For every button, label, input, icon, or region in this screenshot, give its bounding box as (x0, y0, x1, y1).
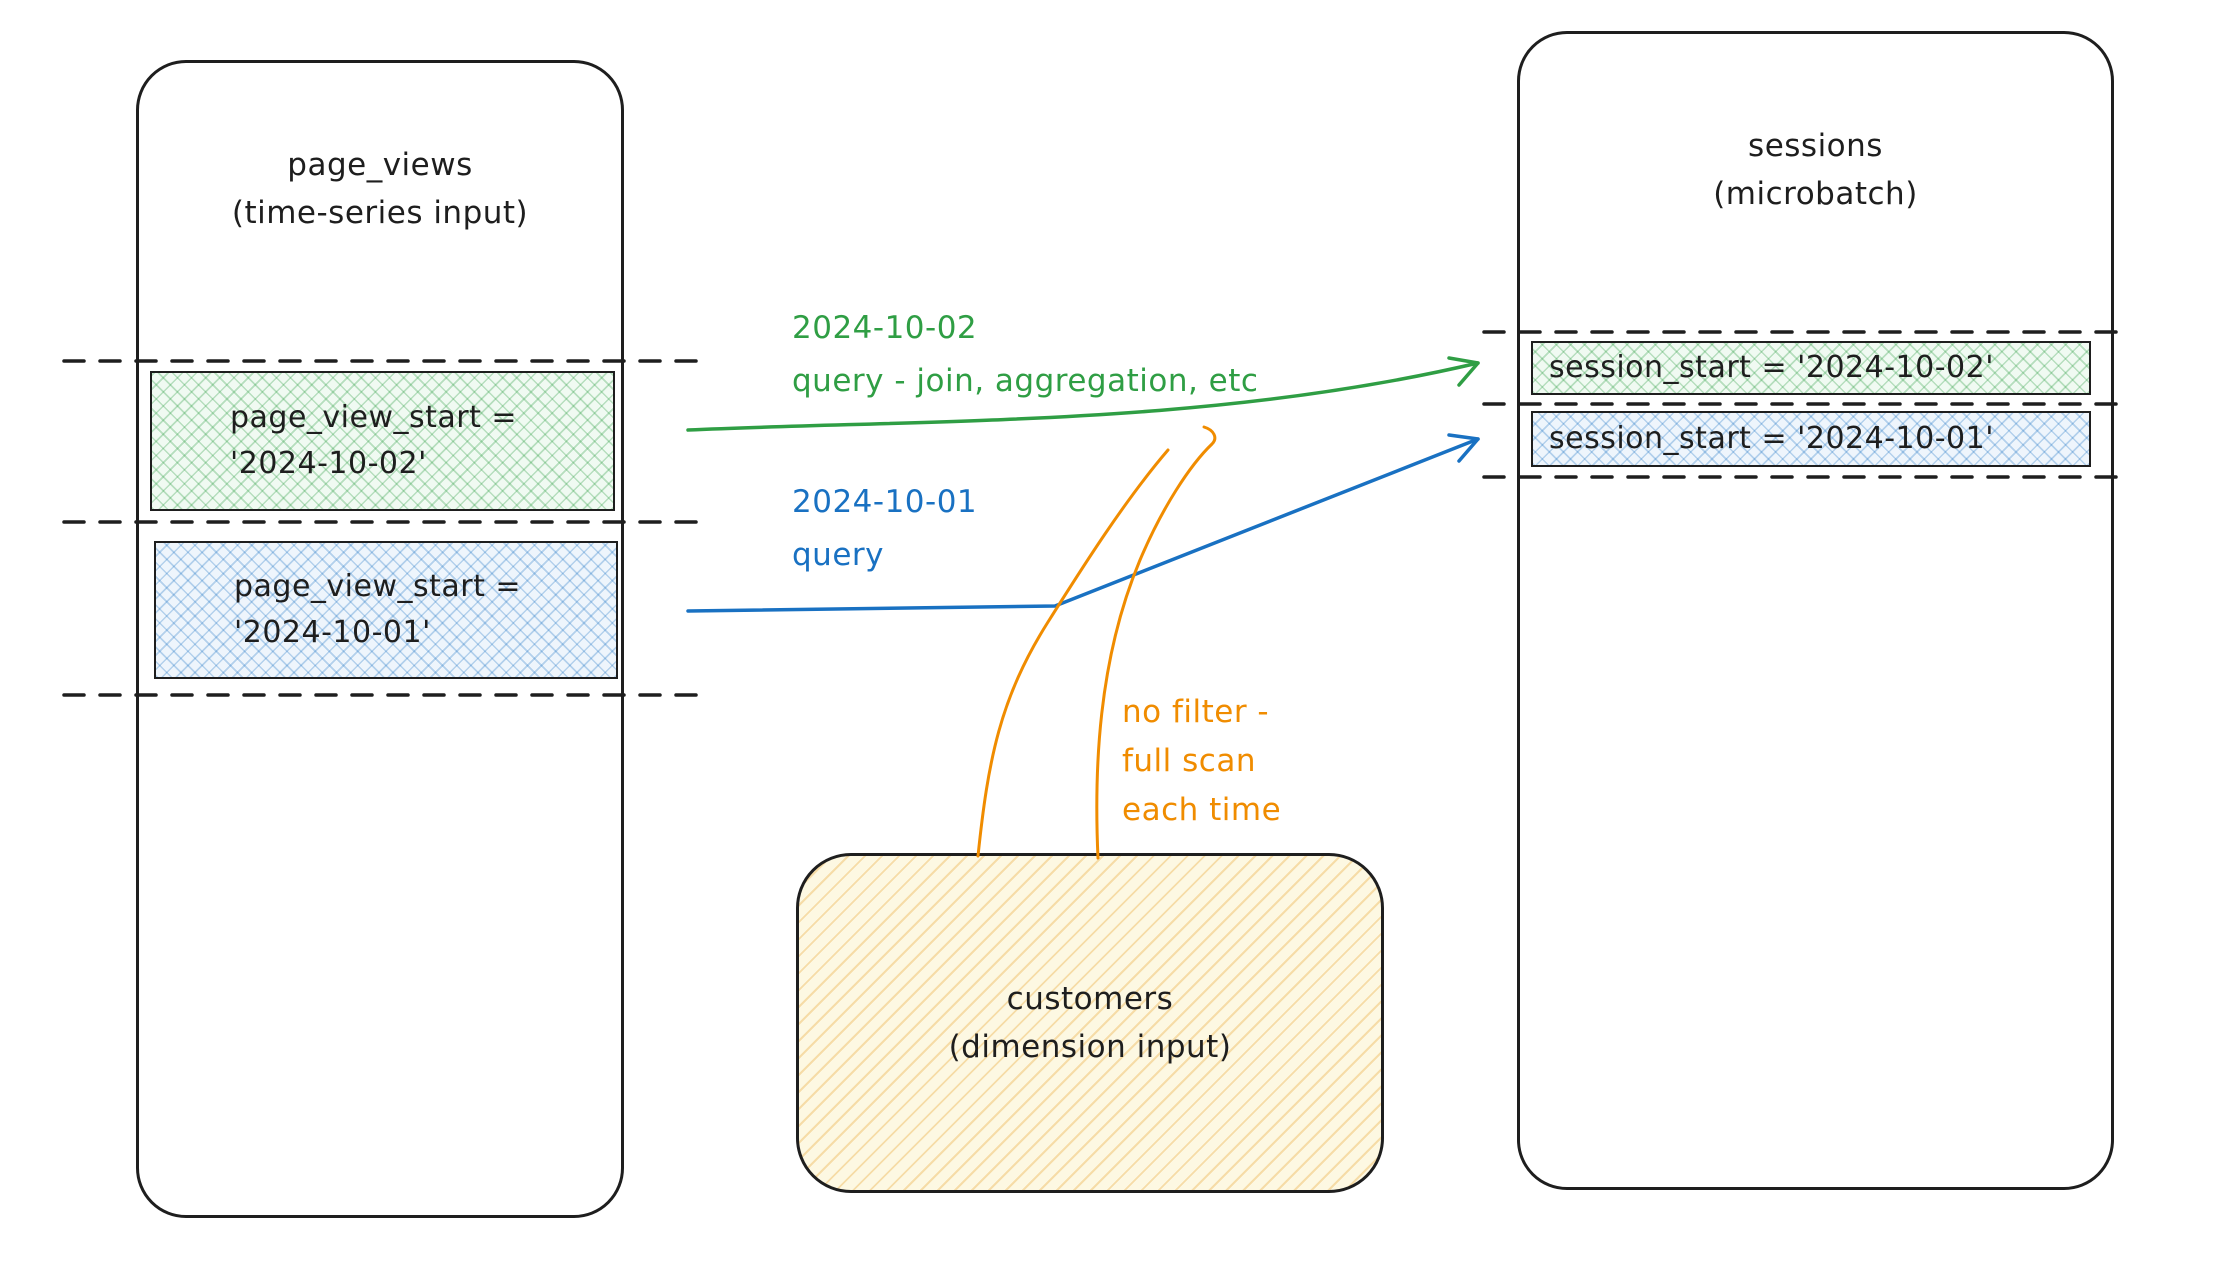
green-query-label-line1: 2024-10-02 (792, 310, 978, 346)
sessions-title-line2: (microbatch) (1713, 176, 1918, 212)
green-query-label-line2: query - join, aggregation, etc (792, 363, 1259, 399)
orange-note-line2: full scan (1122, 743, 1256, 779)
orange-note-line3: each time (1122, 792, 1282, 828)
page-views-container: page_views (time-series input) (136, 60, 624, 1218)
orange-note-line1: no filter - (1122, 694, 1270, 730)
page-views-row-blue-line1: page_view_start = (234, 569, 522, 604)
sessions-row-2024-10-01: session_start = '2024-10-01' (1531, 411, 2091, 467)
sessions-container: sessions (microbatch) (1517, 31, 2114, 1190)
page-views-row-green-line1: page_view_start = (230, 400, 518, 435)
page-views-row-2024-10-02: page_view_start = '2024-10-02' (150, 371, 615, 511)
page-views-row-green-line2: '2024-10-02' (230, 446, 427, 481)
page-views-title-line1: page_views (287, 147, 473, 183)
blue-query-label-line2: query (792, 537, 884, 573)
customers-box: customers (dimension input) (796, 853, 1384, 1193)
sessions-title-line1: sessions (1748, 128, 1883, 164)
green-query-label: 2024-10-02 query - join, aggregation, et… (792, 302, 1258, 408)
page-views-row-blue-line2: '2024-10-01' (234, 615, 431, 650)
page-views-title: page_views (time-series input) (139, 141, 621, 237)
sessions-row-blue-text: session_start = '2024-10-01' (1549, 421, 1994, 456)
sessions-title: sessions (microbatch) (1520, 122, 2111, 218)
blue-query-label: 2024-10-01 query (792, 476, 977, 582)
customers-title-line2: (dimension input) (948, 1029, 1232, 1065)
customers-title-line1: customers (1006, 981, 1174, 1017)
sessions-row-2024-10-02: session_start = '2024-10-02' (1531, 341, 2091, 395)
blue-query-label-line1: 2024-10-01 (792, 484, 978, 520)
page-views-row-2024-10-01: page_view_start = '2024-10-01' (154, 541, 618, 679)
orange-note-label: no filter - full scan each time (1122, 688, 1281, 835)
sessions-row-green-text: session_start = '2024-10-02' (1549, 350, 1994, 385)
page-views-title-line2: (time-series input) (231, 195, 529, 231)
